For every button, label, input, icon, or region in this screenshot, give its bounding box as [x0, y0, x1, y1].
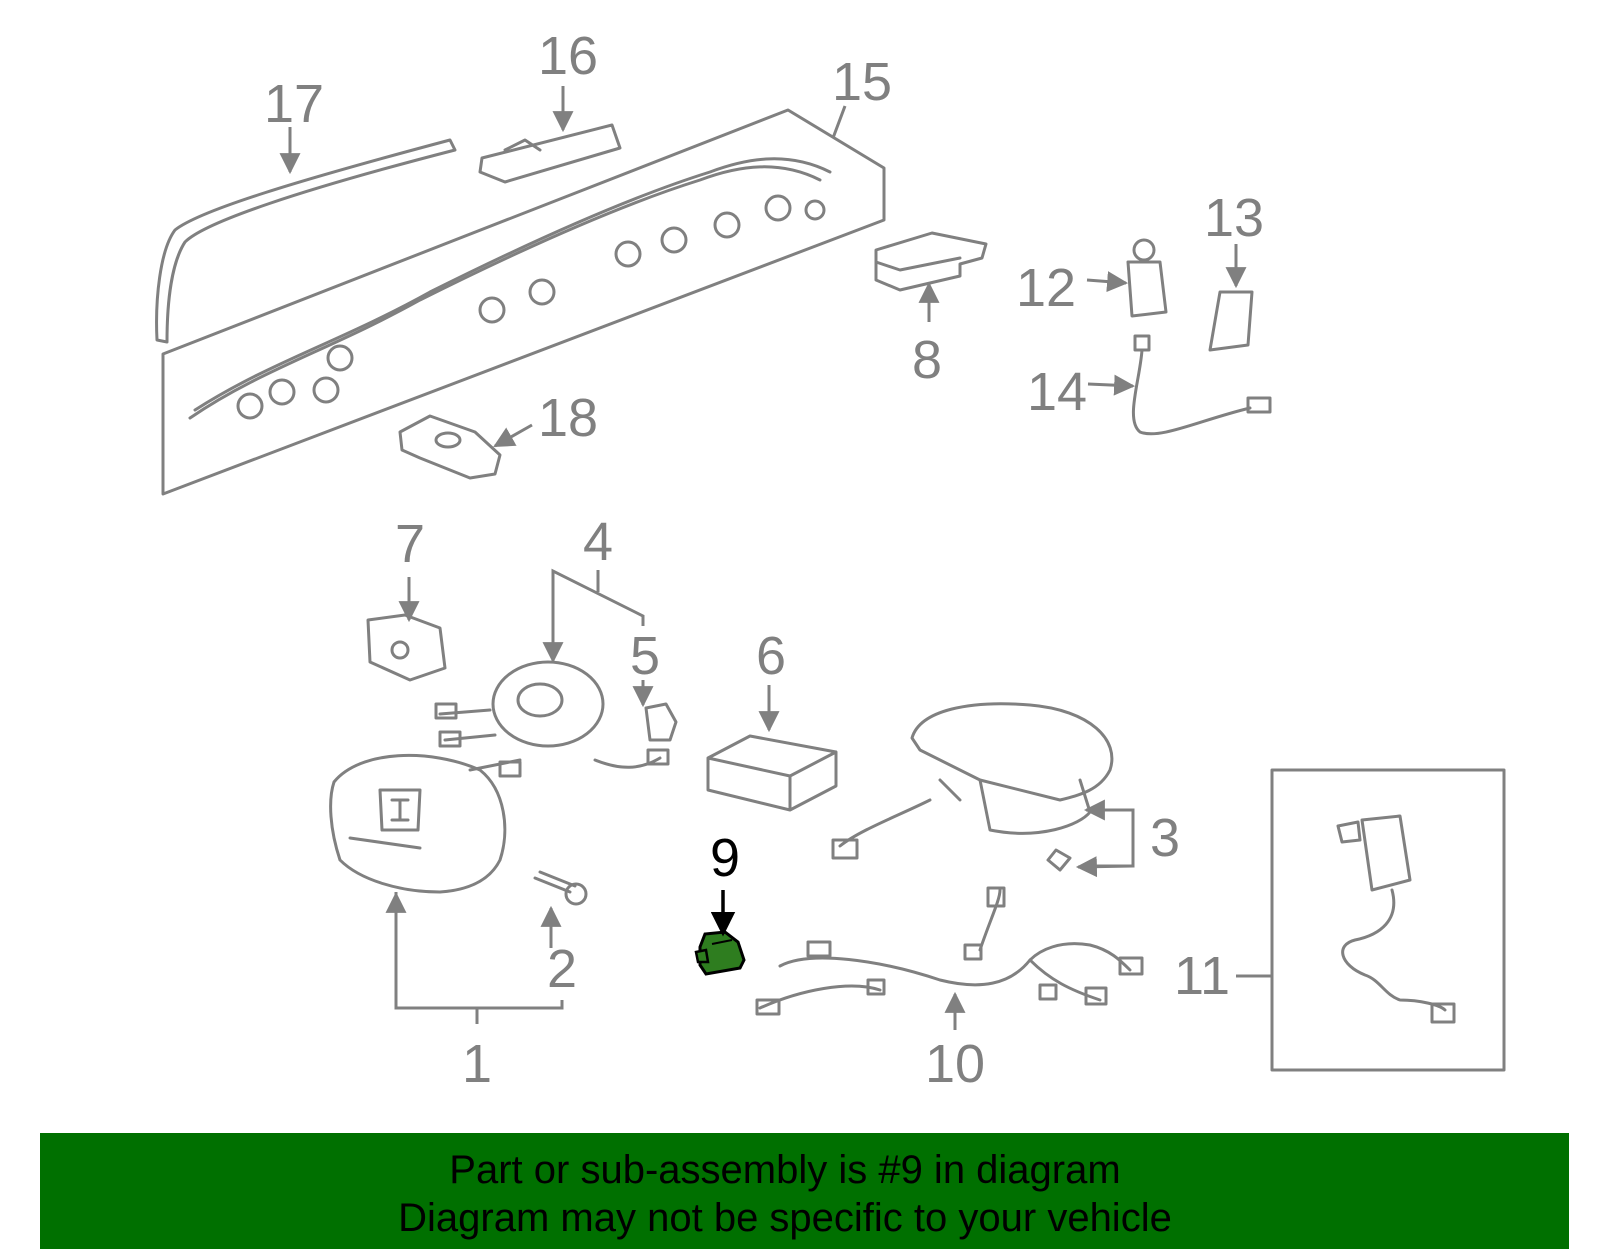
part-17-trim-strip [155, 138, 457, 344]
callout-2: 2 [547, 939, 577, 999]
part-15-harness-panel [161, 108, 886, 496]
part-7-sensor-unit [366, 613, 447, 682]
footer-line-1: Part or sub-assembly is #9 in diagram [449, 1148, 1121, 1192]
part-16-bracket [478, 123, 622, 184]
part-11-sensor-assembly [1270, 768, 1506, 1072]
footer-banner: Part or sub-assembly is #9 in diagram Di… [40, 1133, 1569, 1249]
part-6-srs-unit [706, 734, 838, 812]
footer-line-2: Diagram may not be specific to your vehi… [398, 1196, 1172, 1240]
part-18-bracket [398, 414, 502, 480]
part-9-highlighted-part [694, 930, 746, 976]
callout-12: 12 [1016, 258, 1076, 318]
part-12-buckle-switch [1126, 238, 1168, 318]
part-8-sensor [874, 231, 988, 292]
callout-3: 3 [1150, 808, 1180, 868]
callout-11: 11 [1174, 946, 1230, 1006]
callout-10: 10 [925, 1034, 985, 1094]
callout-16: 16 [538, 26, 598, 86]
callout-7: 7 [395, 514, 425, 574]
callout-4: 4 [583, 512, 613, 572]
callout-15: 15 [832, 52, 892, 112]
callout-labels: 17 16 15 8 12 13 14 18 7 4 5 6 3 9 2 11 … [264, 26, 1264, 1094]
callout-5: 5 [630, 626, 660, 686]
callout-13: 13 [1204, 188, 1264, 248]
callout-6: 6 [756, 626, 786, 686]
callout-1: 1 [462, 1034, 492, 1094]
part-13-cover [1208, 290, 1254, 352]
part-2-bolt [533, 870, 588, 906]
part-10-harness [755, 886, 1144, 1016]
part-14-wire [1131, 334, 1272, 436]
callout-8: 8 [912, 330, 942, 390]
part-3-passenger-airbag [831, 702, 1114, 872]
callout-14: 14 [1027, 362, 1087, 422]
callout-18: 18 [538, 388, 598, 448]
part-1-driver-airbag [329, 753, 507, 894]
callout-17: 17 [264, 74, 324, 134]
leader-lines [279, 86, 1272, 1030]
callout-9: 9 [710, 828, 740, 888]
part-5-clip [644, 702, 678, 742]
